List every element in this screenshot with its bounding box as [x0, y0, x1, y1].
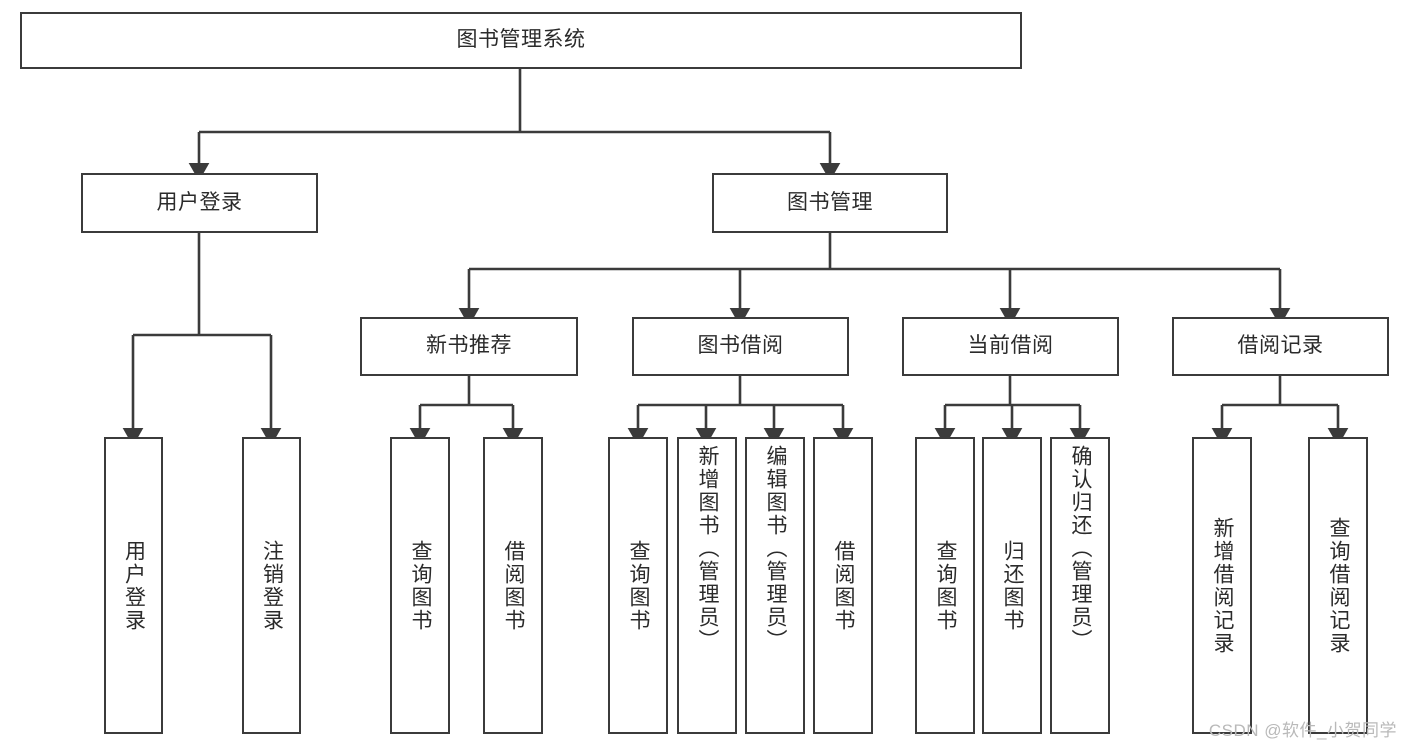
node-leaf-add-borrow-record[interactable]: 新增借阅记录: [1192, 437, 1252, 734]
node-leaf-query-book-borrow[interactable]: 查询图书: [608, 437, 668, 734]
node-leaf-confirm-return-admin[interactable]: 确认归还（管理员）: [1050, 437, 1110, 734]
node-book-management[interactable]: 图书管理: [712, 173, 948, 233]
node-leaf-edit-book-admin[interactable]: 编辑图书（管理员）: [745, 437, 805, 734]
node-leaf-return-book[interactable]: 归还图书: [982, 437, 1042, 734]
node-leaf-query-borrow-record[interactable]: 查询借阅记录: [1308, 437, 1368, 734]
node-leaf-return-book-label: 归还图书: [1001, 539, 1025, 632]
node-leaf-query-book-borrow-label: 查询图书: [627, 539, 651, 632]
node-current-borrow-label: 当前借阅: [967, 334, 1054, 358]
node-book-borrow[interactable]: 图书借阅: [632, 317, 849, 376]
node-leaf-query-borrow-record-label: 查询借阅记录: [1327, 516, 1351, 655]
node-leaf-borrow-book-label: 借阅图书: [832, 539, 856, 632]
node-leaf-logout[interactable]: 注销登录: [242, 437, 301, 734]
node-borrow-record-label: 借阅记录: [1237, 334, 1324, 358]
node-leaf-logout-label: 注销登录: [260, 539, 284, 632]
node-borrow-record[interactable]: 借阅记录: [1172, 317, 1389, 376]
node-user-login-label: 用户登录: [156, 190, 243, 214]
node-leaf-borrow-book-recommend[interactable]: 借阅图书: [483, 437, 543, 734]
node-leaf-query-book-recommend[interactable]: 查询图书: [390, 437, 450, 734]
node-root-book-management-system[interactable]: 图书管理系统: [20, 12, 1022, 69]
node-new-book-recommend-label: 新书推荐: [426, 334, 512, 358]
node-leaf-query-book-recommend-label: 查询图书: [409, 539, 433, 632]
node-leaf-user-login[interactable]: 用户登录: [104, 437, 163, 734]
node-user-login[interactable]: 用户登录: [81, 173, 318, 233]
node-new-book-recommend[interactable]: 新书推荐: [360, 317, 578, 376]
node-book-borrow-label: 图书借阅: [697, 334, 784, 358]
node-leaf-add-book-admin-label: 新增图书（管理员）: [696, 445, 720, 652]
node-current-borrow[interactable]: 当前借阅: [902, 317, 1119, 376]
node-leaf-user-login-label: 用户登录: [122, 539, 146, 632]
node-leaf-add-borrow-record-label: 新增借阅记录: [1211, 516, 1235, 655]
node-leaf-query-book-current-label: 查询图书: [934, 539, 958, 632]
node-leaf-borrow-book-recommend-label: 借阅图书: [502, 539, 526, 632]
node-leaf-borrow-book[interactable]: 借阅图书: [813, 437, 873, 734]
node-leaf-query-book-current[interactable]: 查询图书: [915, 437, 975, 734]
node-leaf-edit-book-admin-label: 编辑图书（管理员）: [764, 445, 788, 652]
node-root-label: 图书管理系统: [456, 28, 586, 52]
node-book-management-label: 图书管理: [787, 190, 873, 214]
node-leaf-add-book-admin[interactable]: 新增图书（管理员）: [677, 437, 737, 734]
node-leaf-confirm-return-admin-label: 确认归还（管理员）: [1069, 445, 1093, 652]
csdn-watermark: CSDN @软件_小贺同学: [1208, 721, 1397, 740]
